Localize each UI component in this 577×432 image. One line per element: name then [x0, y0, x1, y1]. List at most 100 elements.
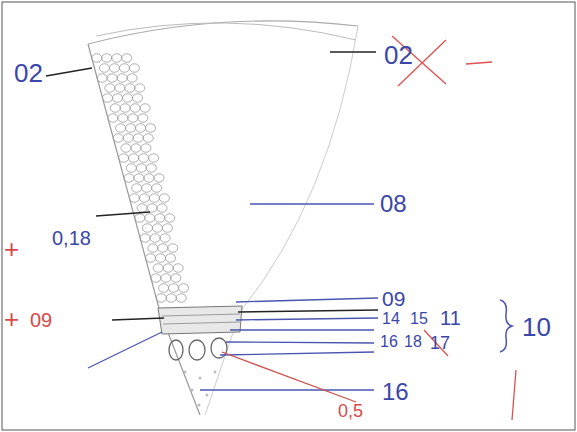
callout-number: 08 — [380, 192, 407, 216]
cell — [149, 194, 159, 203]
cell — [171, 274, 181, 283]
cell — [113, 94, 123, 103]
cell — [143, 134, 153, 143]
cell — [157, 204, 167, 213]
phloem-dots — [184, 371, 217, 407]
cell — [131, 144, 141, 153]
callout-number: 14 — [382, 311, 400, 327]
cell — [120, 104, 130, 113]
cell — [102, 54, 112, 63]
correction-marks — [392, 36, 516, 420]
cell — [118, 114, 128, 123]
cell — [123, 134, 133, 143]
cell — [97, 74, 107, 83]
cell — [136, 124, 146, 133]
cell — [155, 254, 165, 263]
wedge-side — [88, 44, 200, 415]
callout-number: + — [4, 306, 19, 332]
callout-number: + — [4, 236, 19, 262]
callout-number: 16 — [380, 334, 398, 350]
cell — [173, 264, 183, 273]
cell — [141, 144, 151, 153]
cell — [133, 134, 143, 143]
cortex-cells — [92, 54, 189, 303]
cell — [163, 264, 173, 273]
callout-number: 02 — [384, 42, 413, 68]
cell — [165, 214, 175, 223]
cell — [124, 174, 134, 183]
cell — [123, 94, 133, 103]
cell — [138, 114, 148, 123]
cell — [119, 64, 129, 73]
vessels — [169, 338, 227, 360]
cell — [133, 94, 143, 103]
cell — [146, 164, 156, 173]
cell — [103, 94, 113, 103]
callout-number: 09 — [30, 310, 52, 330]
cell — [119, 154, 129, 163]
cell — [116, 124, 126, 133]
cell — [159, 284, 169, 293]
cell — [152, 224, 162, 233]
cell — [142, 184, 152, 193]
cell — [149, 154, 159, 163]
cambium-band — [158, 306, 242, 334]
cell — [137, 204, 147, 213]
cell — [154, 174, 164, 183]
cell — [129, 154, 139, 163]
cell — [150, 234, 160, 243]
cell — [145, 254, 155, 263]
callout-number: 11 — [440, 308, 461, 328]
cell — [115, 84, 125, 93]
callout-number: 0,18 — [52, 228, 91, 248]
cell — [160, 234, 170, 243]
cell — [134, 174, 144, 183]
cell — [125, 84, 135, 93]
cell — [169, 284, 179, 293]
cell — [127, 74, 137, 83]
cell — [146, 124, 156, 133]
callout-number: 15 — [410, 311, 428, 327]
cell — [135, 214, 145, 223]
cell — [108, 114, 118, 123]
cell — [140, 234, 150, 243]
cell — [179, 284, 189, 293]
cell — [105, 84, 115, 93]
cell — [113, 134, 123, 143]
cell — [122, 54, 132, 63]
cell — [153, 264, 163, 273]
cell — [126, 124, 136, 133]
bracket — [500, 300, 512, 352]
cell — [109, 64, 119, 73]
callout-number: 0,5 — [338, 402, 363, 420]
cell — [139, 194, 149, 203]
cell — [156, 294, 166, 303]
cell — [168, 244, 178, 253]
wedge-side — [205, 26, 358, 415]
cell — [129, 194, 139, 203]
cell — [152, 184, 162, 193]
callout-number: 17 — [430, 334, 450, 352]
cell — [112, 54, 122, 63]
cell — [144, 174, 154, 183]
cell — [121, 144, 131, 153]
leader-lines — [46, 52, 378, 402]
cell — [155, 214, 165, 223]
cell — [92, 54, 102, 63]
cell — [161, 274, 171, 283]
epidermis-line — [96, 23, 356, 40]
cell — [176, 294, 186, 303]
cell — [129, 64, 139, 73]
callout-number: 09 — [382, 288, 405, 309]
cell — [126, 164, 136, 173]
outer-edge — [88, 21, 358, 44]
callout-number: 10 — [522, 314, 551, 340]
cell — [135, 84, 145, 93]
callout-number: 18 — [404, 334, 422, 350]
cell — [151, 274, 161, 283]
cell — [130, 104, 140, 113]
callout-number: 16 — [382, 380, 409, 404]
cell — [128, 114, 138, 123]
